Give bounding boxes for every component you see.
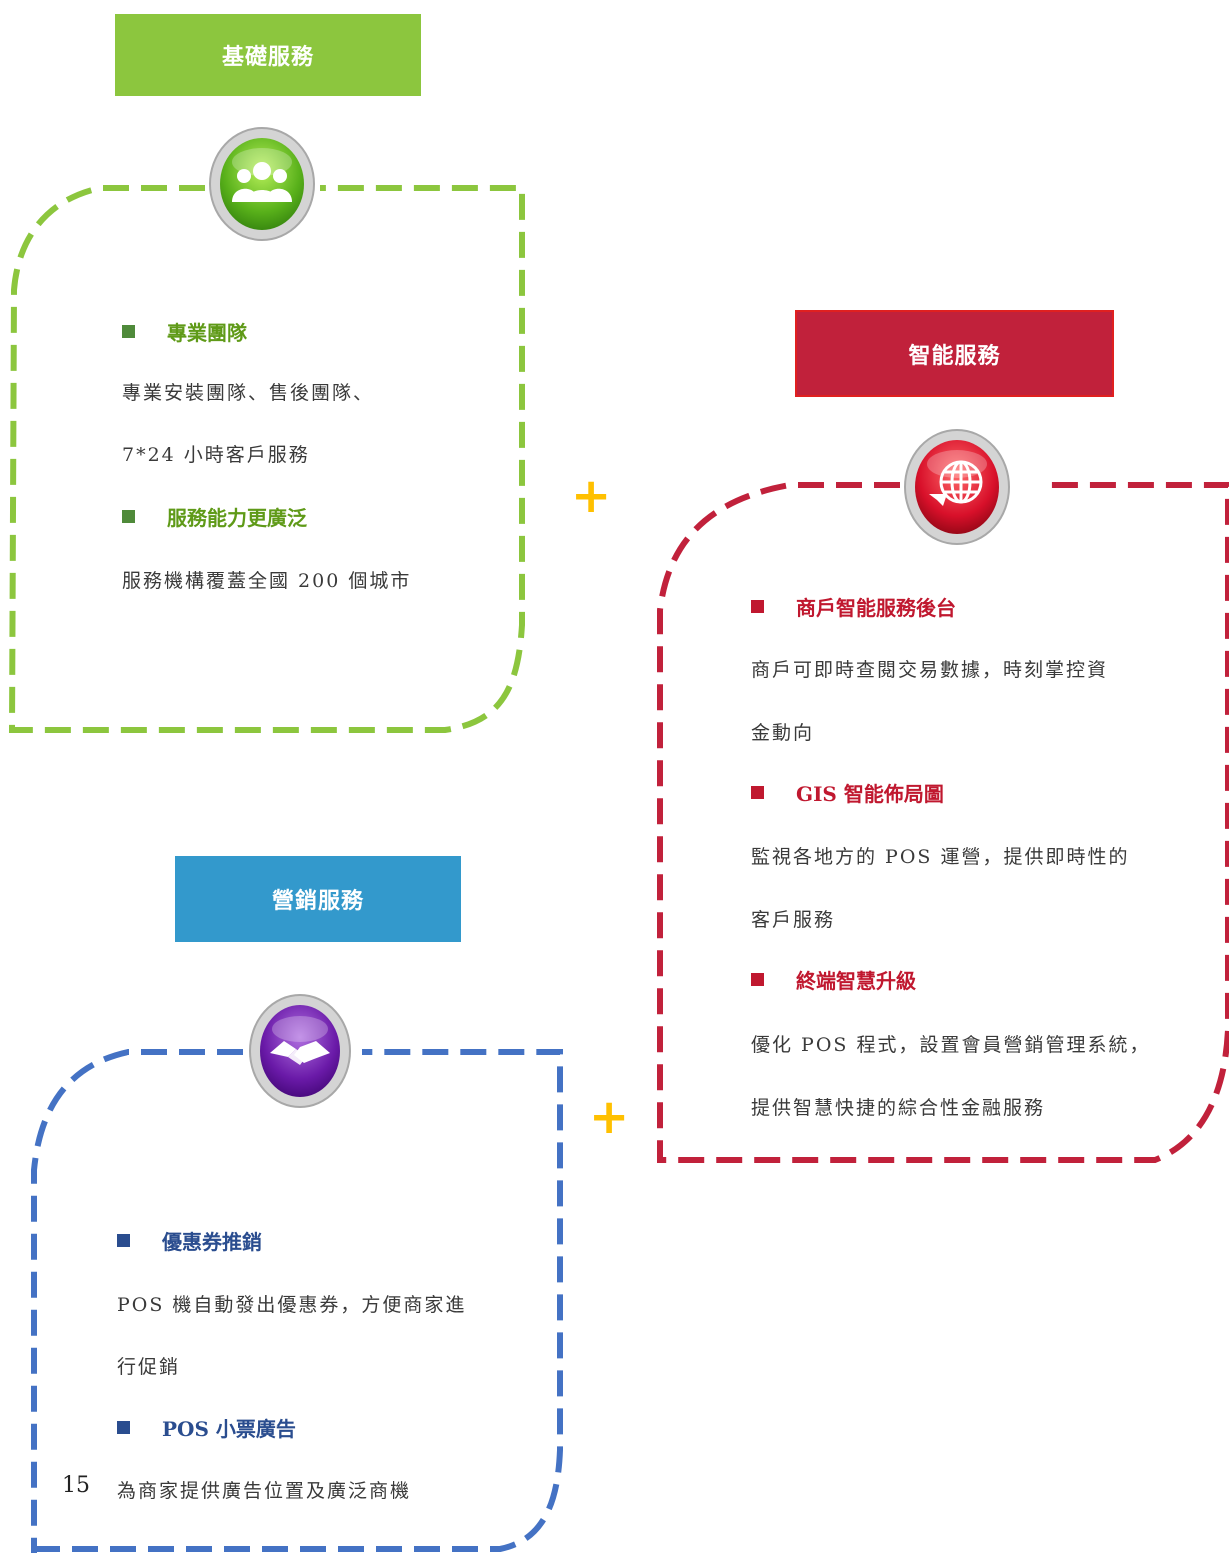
marketing-item-title: 優惠券推銷 bbox=[117, 1226, 262, 1255]
globe-icon bbox=[904, 429, 1010, 545]
plus-sign-top: + bbox=[571, 468, 612, 524]
basic-frame bbox=[8, 185, 525, 733]
marketing-item-desc: POS 機自動發出優惠券，方便商家進 bbox=[117, 1294, 467, 1316]
bullet-square-icon bbox=[117, 1421, 130, 1434]
marketing-frame bbox=[31, 1049, 563, 1553]
basic-header: 基礎服務 bbox=[115, 14, 421, 96]
basic-item-desc: 專業安裝團隊、售後團隊、 bbox=[122, 382, 375, 404]
marketing-item-title: POS 小票廣告 bbox=[117, 1413, 296, 1442]
basic-item-desc: 服務機構覆蓋全國 200 個城市 bbox=[122, 570, 412, 592]
plus-sign-bottom: + bbox=[589, 1089, 630, 1145]
bullet-square-icon bbox=[751, 600, 764, 613]
smart-item-desc: 商戶可即時查閱交易數據，時刻掌控資 bbox=[751, 659, 1109, 681]
marketing-header: 營銷服務 bbox=[175, 856, 461, 942]
smart-item-title: 終端智慧升級 bbox=[751, 965, 916, 994]
marketing-item-desc: 為商家提供廣告位置及廣泛商機 bbox=[117, 1480, 412, 1502]
bullet-square-icon bbox=[122, 510, 135, 523]
basic-item-title: 專業團隊 bbox=[122, 317, 247, 346]
smart-frame bbox=[657, 482, 1229, 1163]
smart-item-title: 商戶智能服務後台 bbox=[751, 592, 956, 621]
bullet-square-icon bbox=[751, 786, 764, 799]
bullet-square-icon bbox=[122, 325, 135, 338]
basic-item-title: 服務能力更廣泛 bbox=[122, 502, 307, 531]
basic-header-label: 基礎服務 bbox=[221, 44, 314, 70]
bullet-square-icon bbox=[751, 973, 764, 986]
people-icon bbox=[209, 127, 315, 241]
marketing-item-desc: 行促銷 bbox=[117, 1356, 181, 1378]
page-number: 15 bbox=[62, 1473, 90, 1498]
smart-item-desc: 金動向 bbox=[751, 722, 815, 744]
handshake-icon bbox=[249, 994, 351, 1108]
marketing-header-label: 營銷服務 bbox=[271, 888, 364, 914]
smart-item-desc: 優化 POS 程式，設置會員營銷管理系統， bbox=[751, 1034, 1151, 1056]
smart-item-desc: 監視各地方的 POS 運營，提供即時性的 bbox=[751, 846, 1130, 868]
basic-item-desc: 7*24 小時客戶服務 bbox=[122, 444, 310, 466]
smart-item-title: GIS 智能佈局圖 bbox=[751, 778, 944, 807]
smart-header: 智能服務 bbox=[795, 310, 1114, 397]
smart-item-desc: 提供智慧快捷的綜合性金融服務 bbox=[751, 1097, 1046, 1119]
bullet-square-icon bbox=[117, 1234, 130, 1247]
smart-header-label: 智能服務 bbox=[908, 342, 1001, 369]
smart-item-desc: 客戶服務 bbox=[751, 909, 836, 931]
